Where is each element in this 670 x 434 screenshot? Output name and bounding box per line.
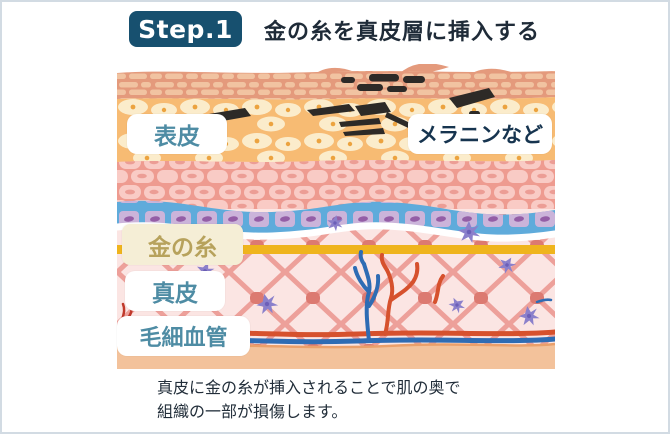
page-title: 金の糸を真皮層に挿入する [264,20,541,45]
gold-thread-line [117,245,555,254]
label-gold-thread: 金の糸 [122,224,243,265]
label-capillaries: 毛細血管 [117,316,250,356]
label-epidermis: 表皮 [127,114,227,154]
step-badge-label: Step.1 [138,14,233,44]
skin-illustration [117,64,555,369]
caption-line-1: 真皮に金の糸が挿入されることで肌の奥で [157,378,461,397]
caption: 真皮に金の糸が挿入されることで肌の奥で 組織の一部が損傷します。 [157,376,577,424]
label-melanin: メラニンなど [408,114,552,154]
label-dermis: 真皮 [125,271,225,311]
skin-cross-section: 表皮 メラニンなど 金の糸 真皮 毛細血管 [117,64,555,369]
step-badge: Step.1 [129,11,242,47]
stratum-corneum-layer [117,71,555,100]
caption-line-2: 組織の一部が損傷します。 [157,402,348,421]
